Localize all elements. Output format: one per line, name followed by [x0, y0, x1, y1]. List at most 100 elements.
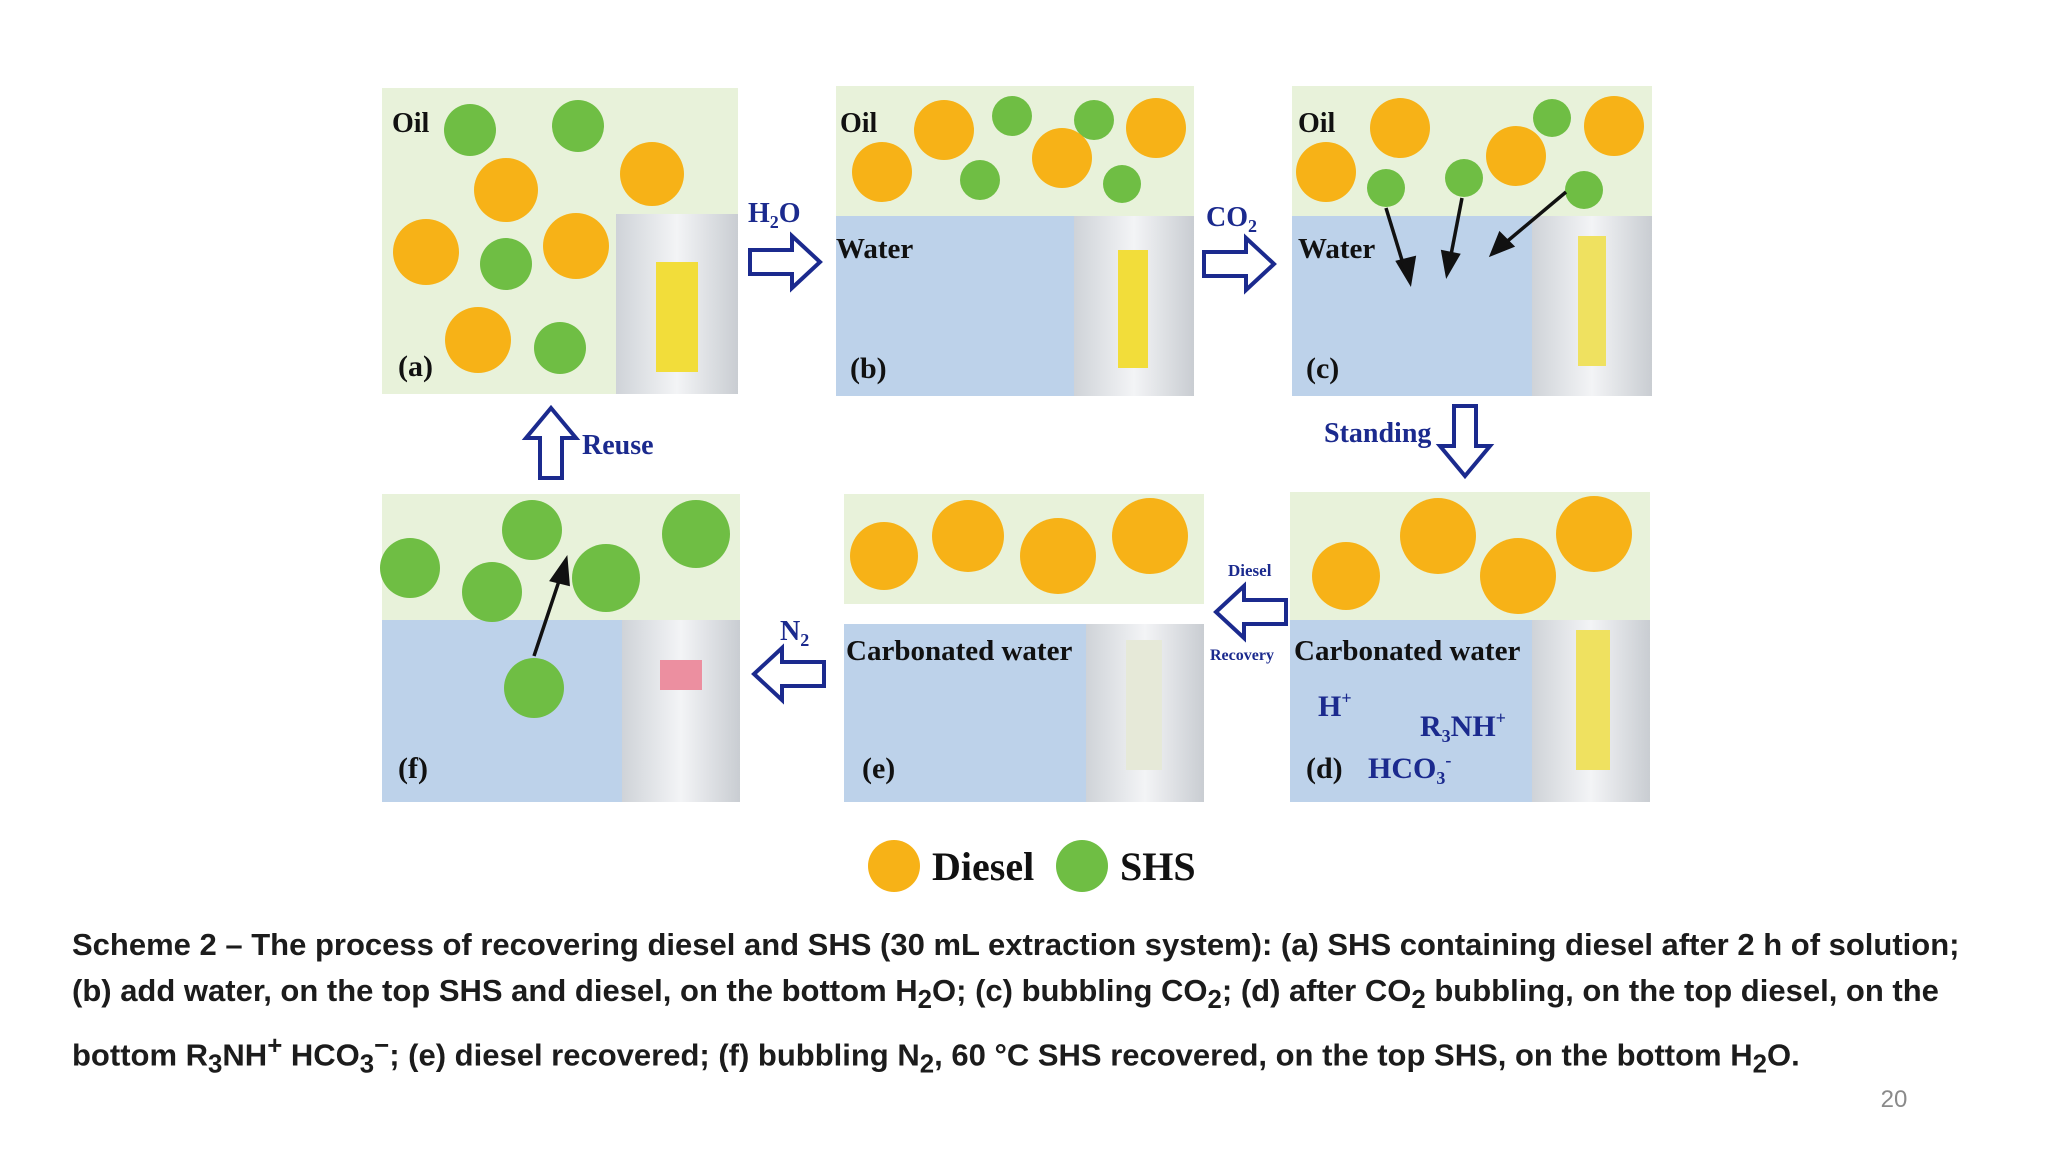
- diesel-droplet: [474, 158, 538, 222]
- clear-liquid: [1126, 640, 1162, 770]
- diesel-droplet: [1370, 98, 1430, 158]
- shs-droplet: [504, 658, 564, 718]
- arrow-reuse: Reuse: [521, 404, 654, 480]
- yellow-liquid: [1578, 236, 1606, 366]
- shs-droplet: [480, 238, 532, 290]
- legend: Diesel SHS: [868, 840, 1196, 892]
- arrow-h2o-label: H: [748, 198, 770, 229]
- ion-hco3: HCO: [1368, 752, 1436, 785]
- yellow-liquid: [656, 262, 698, 372]
- svg-text:N2: N2: [780, 616, 809, 650]
- arrow-recovery-label: Recovery: [1210, 647, 1274, 664]
- arrow-n2-label: N: [780, 616, 800, 647]
- shs-droplet: [1565, 171, 1603, 209]
- legend-shs-label: SHS: [1120, 844, 1196, 889]
- page-number: 20: [1880, 1086, 1908, 1113]
- shs-droplet: [534, 322, 586, 374]
- arrow-h2o: H2O: [748, 198, 823, 293]
- arrow-standing-label: Standing: [1324, 418, 1431, 449]
- diesel-droplet: [1556, 496, 1632, 572]
- water-label: Carbonated water: [846, 635, 1072, 667]
- diesel-droplet: [1032, 128, 1092, 188]
- panel-b: Oil Water (b): [836, 86, 1194, 396]
- shs-droplet: [552, 100, 604, 152]
- diesel-droplet: [1296, 142, 1356, 202]
- shs-droplet: [662, 500, 730, 568]
- legend-diesel-label: Diesel: [932, 844, 1034, 889]
- diesel-droplet: [1312, 542, 1380, 610]
- panel-d: Carbonated water H+ R3NH+ (d) HCO3-: [1290, 492, 1650, 802]
- rising-arrow: [532, 555, 570, 657]
- diesel-droplet: [393, 219, 459, 285]
- svg-text:CO2: CO2: [1206, 202, 1257, 236]
- diesel-droplet: [1486, 126, 1546, 186]
- water-label: Water: [836, 233, 913, 265]
- arrow-co2-label: CO: [1206, 202, 1248, 233]
- scheme-diagram: Oil (a) H2O Oil Water (b) CO2: [380, 86, 1652, 892]
- panel-label-d: (d): [1306, 752, 1343, 785]
- legend-diesel-swatch: [868, 840, 920, 892]
- yellow-liquid: [1118, 250, 1148, 368]
- shs-droplet: [992, 96, 1032, 136]
- ion-r3nh: R: [1420, 710, 1442, 743]
- panel-label-f: (f): [398, 752, 428, 785]
- oil-label: Oil: [392, 108, 430, 139]
- panel-label-e: (e): [862, 752, 895, 785]
- scheme-caption: Scheme 2 – The process of recovering die…: [72, 927, 1960, 1079]
- diesel-droplet: [543, 213, 609, 279]
- arrow-up-icon: [521, 404, 581, 480]
- diesel-droplet: [1480, 538, 1556, 614]
- svg-text:HCO3-: HCO3-: [1368, 750, 1451, 788]
- shs-droplet: [380, 538, 440, 598]
- svg-text:R3NH+: R3NH+: [1420, 708, 1506, 746]
- arrow-diesel-label: Diesel: [1228, 561, 1272, 580]
- diesel-droplet: [620, 142, 684, 206]
- panel-label-b: (b): [850, 352, 887, 385]
- arrow-left-icon: [751, 643, 826, 705]
- ion-h: H: [1318, 690, 1341, 723]
- diesel-droplet: [1126, 98, 1186, 158]
- arrow-standing: Standing: [1324, 404, 1495, 480]
- shs-droplet: [444, 104, 496, 156]
- migration-arrows: [1384, 190, 1568, 287]
- shs-droplet: [1445, 159, 1483, 197]
- diesel-droplet: [1400, 498, 1476, 574]
- legend-shs-swatch: [1056, 840, 1108, 892]
- arrow-down-icon: [1435, 404, 1495, 480]
- diesel-droplet: [1112, 498, 1188, 574]
- shs-droplet: [462, 562, 522, 622]
- water-label: Water: [1298, 233, 1375, 265]
- arrow-reuse-label: Reuse: [582, 430, 654, 461]
- shs-droplet: [1103, 165, 1141, 203]
- arrow-co2: CO2: [1202, 202, 1277, 295]
- water-label: Carbonated water: [1294, 635, 1520, 667]
- diesel-droplet: [850, 522, 918, 590]
- diesel-droplet: [1020, 518, 1096, 594]
- arrow-diesel-recovery: Diesel Recovery: [1210, 561, 1288, 664]
- panel-e: Carbonated water (e): [844, 494, 1204, 802]
- panel-c: Oil Water (c): [1292, 86, 1652, 396]
- diesel-droplet: [914, 100, 974, 160]
- diesel-droplet: [1584, 96, 1644, 156]
- panel-f: (f): [380, 494, 740, 802]
- yellow-liquid: [1576, 630, 1610, 770]
- shs-droplet: [1367, 169, 1405, 207]
- diesel-droplet: [932, 500, 1004, 572]
- oil-label: Oil: [840, 108, 878, 139]
- arrow-n2: N2: [751, 616, 826, 705]
- oil-label: Oil: [1298, 108, 1336, 139]
- svg-text:H+: H+: [1318, 688, 1352, 723]
- shs-droplet: [960, 160, 1000, 200]
- diesel-droplet: [852, 142, 912, 202]
- panel-a: Oil (a): [382, 88, 738, 394]
- arrow-left-icon: [1213, 581, 1288, 643]
- svg-text:H2O: H2O: [748, 198, 801, 232]
- pink-liquid: [660, 660, 702, 690]
- cylinder-photo: [622, 620, 740, 802]
- panel-label-a: (a): [398, 350, 433, 383]
- shs-droplet: [502, 500, 562, 560]
- arrow-right-icon: [1202, 233, 1277, 295]
- arrow-right-icon: [748, 231, 823, 293]
- shs-droplet: [572, 544, 640, 612]
- shs-droplet: [1533, 99, 1571, 137]
